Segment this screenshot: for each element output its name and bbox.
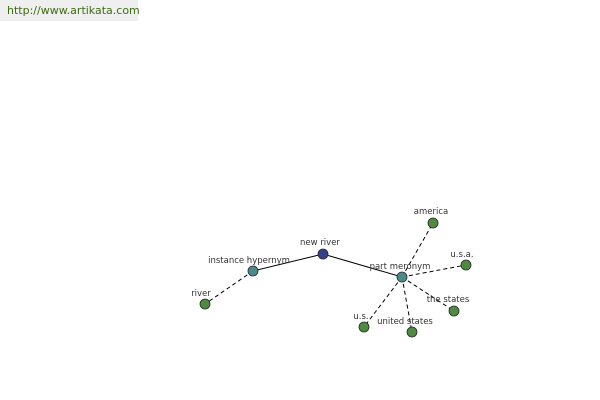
node-label-us: u.s.: [353, 312, 368, 322]
edge-instance-hypernym-river: [204, 270, 254, 305]
node-circle-part-meronym[interactable]: [396, 271, 408, 283]
node-circle-the-states[interactable]: [448, 305, 460, 317]
graph-node-america[interactable]: america: [414, 207, 448, 229]
node-circle-america[interactable]: [427, 217, 439, 229]
node-label-the-states: the states: [427, 295, 470, 305]
node-circle-united-states[interactable]: [406, 326, 418, 338]
graph-node-new-river[interactable]: new river: [300, 238, 340, 260]
nodes-layer: new river instance hypernym part meronym ri…: [191, 207, 474, 338]
node-label-instance-hypernym: instance hypernym: [208, 256, 290, 266]
node-label-part-meronym: part meronym: [370, 262, 431, 272]
edge-part-meronym-united-states: [401, 276, 413, 333]
graph-node-river[interactable]: river: [191, 289, 211, 310]
node-circle-us[interactable]: [358, 321, 370, 333]
node-circle-new-river[interactable]: [317, 248, 329, 260]
edge-part-meronym-america: [401, 222, 434, 278]
graph-node-united-states[interactable]: united states: [377, 317, 433, 338]
graph-node-us[interactable]: u.s.: [353, 312, 370, 333]
top-bar: http://www.artikata.com: [0, 0, 140, 21]
node-label-united-states: united states: [377, 317, 433, 327]
edge-part-meronym-usa: [401, 264, 467, 278]
node-circle-usa[interactable]: [460, 259, 472, 271]
graph-node-instance-hypernym[interactable]: instance hypernym: [208, 256, 290, 277]
node-label-new-river: new river: [300, 238, 340, 248]
graph-node-usa[interactable]: u.s.a.: [450, 250, 474, 271]
node-label-usa: u.s.a.: [450, 250, 473, 260]
site-url-link[interactable]: http://www.artikata.com: [7, 4, 140, 17]
node-label-river: river: [191, 289, 211, 299]
edge-new-river-part-meronym: [322, 253, 403, 278]
graph-node-the-states[interactable]: the states: [427, 295, 470, 317]
node-label-america: america: [414, 207, 448, 217]
node-circle-instance-hypernym[interactable]: [247, 265, 259, 277]
edge-new-river-instance-hypernym: [252, 253, 324, 272]
node-circle-river[interactable]: [199, 298, 211, 310]
graph-node-part-meronym[interactable]: part meronym: [370, 262, 431, 283]
edges-layer: [204, 222, 467, 333]
edge-part-meronym-us: [363, 276, 403, 328]
edge-part-meronym-the-states: [401, 276, 455, 312]
